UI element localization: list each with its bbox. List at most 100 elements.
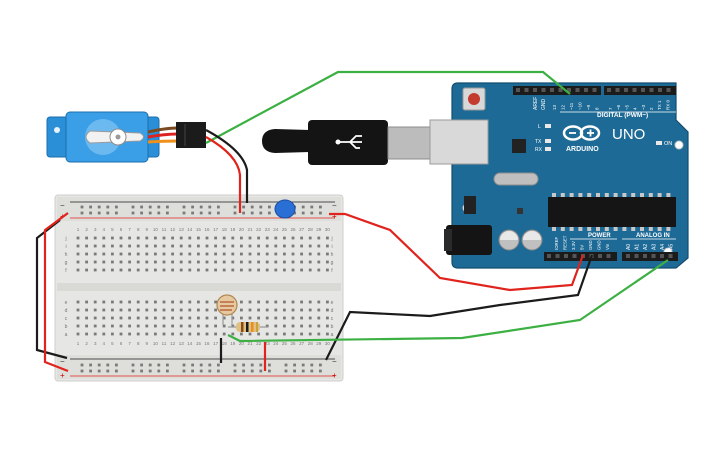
breadboard-hole[interactable] (102, 244, 106, 248)
breadboard-hole[interactable] (128, 308, 131, 312)
breadboard-hole[interactable] (317, 252, 321, 256)
header-pin[interactable] (584, 88, 588, 92)
breadboard-hole[interactable] (145, 268, 149, 272)
breadboard-hole[interactable] (197, 300, 200, 304)
breadboard-hole[interactable] (222, 236, 226, 240)
breadboard-hole[interactable] (197, 324, 200, 328)
rail-hole[interactable] (115, 205, 118, 209)
wire-black-rail-jumper[interactable] (35, 219, 68, 360)
rail-hole[interactable] (242, 369, 245, 373)
breadboard-hole[interactable] (308, 300, 312, 304)
breadboard-hole[interactable] (308, 236, 312, 240)
breadboard-hole[interactable] (231, 324, 235, 328)
breadboard-hole[interactable] (231, 260, 235, 264)
rail-hole[interactable] (293, 369, 296, 373)
breadboard-hole[interactable] (291, 252, 295, 256)
breadboard-hole[interactable] (308, 260, 312, 264)
header-pin[interactable] (598, 254, 602, 258)
breadboard-hole[interactable] (136, 252, 140, 256)
breadboard-hole[interactable] (265, 244, 269, 248)
rail-hole[interactable] (319, 363, 322, 367)
breadboard-hole[interactable] (300, 236, 303, 240)
breadboard-hole[interactable] (317, 316, 321, 320)
breadboard-hole[interactable] (291, 300, 295, 304)
header-pin[interactable] (547, 254, 551, 258)
header-pin[interactable] (658, 88, 662, 92)
rail-hole[interactable] (131, 363, 135, 367)
breadboard-hole[interactable] (145, 252, 149, 256)
rail-hole[interactable] (199, 369, 203, 373)
breadboard-hole[interactable] (162, 308, 166, 312)
breadboard-hole[interactable] (111, 316, 114, 320)
breadboard-hole[interactable] (128, 244, 131, 248)
breadboard-hole[interactable] (283, 332, 286, 336)
rail-hole[interactable] (89, 369, 92, 373)
breadboard-hole[interactable] (162, 244, 166, 248)
breadboard-hole[interactable] (222, 332, 226, 336)
breadboard-hole[interactable] (111, 332, 114, 336)
rail-hole[interactable] (259, 211, 263, 215)
breadboard-hole[interactable] (265, 324, 269, 328)
breadboard-hole[interactable] (197, 316, 200, 320)
breadboard-hole[interactable] (308, 268, 312, 272)
rail-hole[interactable] (208, 211, 212, 215)
breadboard-hole[interactable] (128, 324, 131, 328)
breadboard-hole[interactable] (291, 316, 295, 320)
rail-hole[interactable] (284, 363, 288, 367)
breadboard-hole[interactable] (214, 308, 217, 312)
rail-hole[interactable] (80, 369, 84, 373)
breadboard-hole[interactable] (283, 300, 286, 304)
breadboard-hole[interactable] (326, 324, 329, 328)
breadboard-hole[interactable] (136, 332, 140, 336)
breadboard-hole[interactable] (248, 244, 252, 248)
breadboard-hole[interactable] (274, 244, 278, 248)
breadboard-hole[interactable] (111, 252, 114, 256)
breadboard-hole[interactable] (171, 236, 174, 240)
breadboard-hole[interactable] (145, 316, 149, 320)
breadboard-hole[interactable] (214, 244, 217, 248)
breadboard-hole[interactable] (145, 332, 149, 336)
rail-hole[interactable] (191, 369, 194, 373)
breadboard-hole[interactable] (222, 252, 226, 256)
header-pin[interactable] (643, 254, 647, 258)
breadboard-hole[interactable] (291, 324, 295, 328)
rail-hole[interactable] (157, 211, 161, 215)
resistor[interactable] (228, 322, 268, 332)
breadboard-hole[interactable] (317, 300, 321, 304)
breadboard-hole[interactable] (326, 316, 329, 320)
breadboard-hole[interactable] (248, 316, 252, 320)
breadboard-hole[interactable] (136, 236, 140, 240)
rail-hole[interactable] (148, 369, 152, 373)
breadboard-hole[interactable] (265, 252, 269, 256)
breadboard-hole[interactable] (154, 324, 157, 328)
rail-hole[interactable] (140, 363, 143, 367)
rail-hole[interactable] (250, 205, 254, 209)
breadboard-hole[interactable] (171, 300, 174, 304)
breadboard-hole[interactable] (283, 252, 286, 256)
breadboard-hole[interactable] (214, 260, 217, 264)
breadboard-hole[interactable] (240, 236, 243, 240)
breadboard-hole[interactable] (188, 268, 192, 272)
header-pin[interactable] (607, 88, 611, 92)
breadboard-hole[interactable] (128, 316, 131, 320)
rail-hole[interactable] (242, 211, 245, 215)
breadboard-hole[interactable] (179, 316, 183, 320)
rail-hole[interactable] (106, 205, 110, 209)
breadboard-hole[interactable] (85, 316, 88, 320)
rail-hole[interactable] (80, 363, 84, 367)
header-pin[interactable] (615, 88, 620, 92)
rail-hole[interactable] (301, 205, 305, 209)
breadboard-hole[interactable] (93, 236, 97, 240)
rail-hole[interactable] (140, 211, 143, 215)
breadboard-hole[interactable] (197, 244, 200, 248)
rail-hole[interactable] (217, 211, 220, 215)
breadboard-hole[interactable] (248, 308, 252, 312)
breadboard-hole[interactable] (102, 252, 106, 256)
breadboard-hole[interactable] (274, 260, 278, 264)
breadboard-hole[interactable] (128, 300, 131, 304)
breadboard-hole[interactable] (274, 316, 278, 320)
breadboard-hole[interactable] (76, 332, 80, 336)
breadboard-hole[interactable] (274, 268, 278, 272)
breadboard-hole[interactable] (317, 324, 321, 328)
breadboard-hole[interactable] (300, 244, 303, 248)
